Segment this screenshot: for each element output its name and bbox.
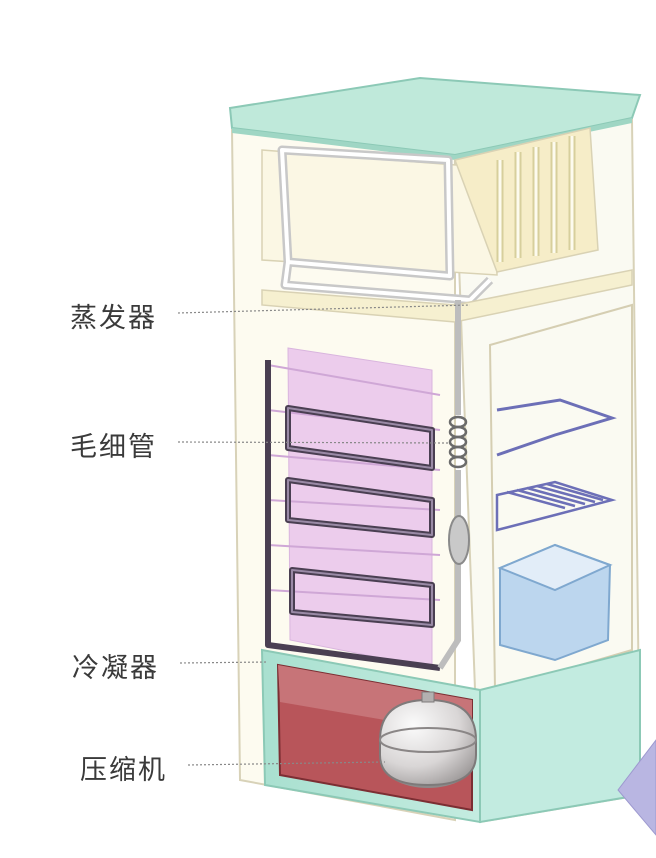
corner-arrow-icon — [617, 739, 656, 836]
wire-shelf-upper — [496, 398, 617, 457]
label-capillary: 毛细管 — [70, 432, 157, 463]
capillary-coil — [448, 415, 468, 469]
wire-shelf-lower — [495, 480, 617, 532]
crisper-drawer — [497, 543, 613, 662]
label-evaporator: 蒸发器 — [70, 303, 157, 334]
filter-drier — [448, 515, 470, 565]
leader-lines — [177, 304, 471, 766]
label-condenser: 冷凝器 — [72, 653, 159, 684]
label-compressor: 压缩机 — [80, 755, 167, 786]
compressor-unit — [379, 691, 477, 788]
freezer-compartment — [261, 127, 599, 276]
